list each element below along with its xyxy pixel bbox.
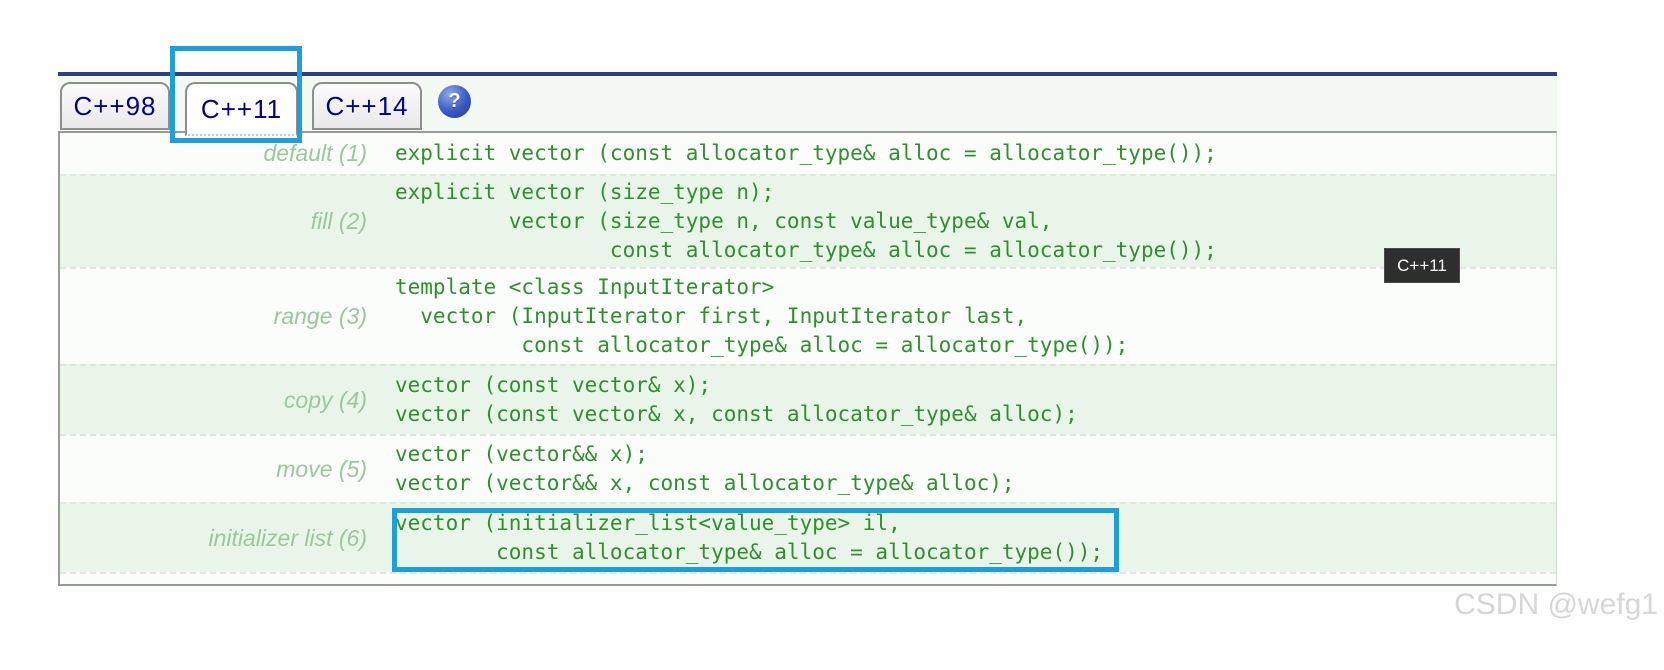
row-code: explicit vector (const allocator_type& a… xyxy=(395,141,1217,165)
row-label: move (5) xyxy=(276,455,367,482)
cpp11-tooltip-badge: C++11 xyxy=(1384,248,1460,283)
row-label: copy (4) xyxy=(283,386,367,413)
row-label: initializer list (6) xyxy=(208,524,367,551)
row-code: vector (vector&& x); vector (vector&& x,… xyxy=(395,442,1015,495)
row-label: default (1) xyxy=(263,140,367,166)
table-row-fill: fill (2) explicit vector (size_type n); … xyxy=(60,174,1556,267)
row-code: vector (const vector& x); vector (const … xyxy=(395,373,1078,426)
tab-cpp11[interactable]: C++11 xyxy=(185,82,298,136)
row-code: template <class InputIterator> vector (I… xyxy=(395,275,1129,357)
row-code: vector (initializer_list<value_type> il,… xyxy=(395,511,1104,564)
table-row-initializer-list: initializer list (6) vector (initializer… xyxy=(60,502,1556,572)
version-tab-strip: C++98 C++11 C++14 ? xyxy=(58,76,1557,136)
table-row-range: range (3) template <class InputIterator>… xyxy=(60,267,1556,364)
constructor-signature-table: default (1) explicit vector (const alloc… xyxy=(58,131,1557,586)
tab-cpp14[interactable]: C++14 xyxy=(312,82,422,130)
help-icon[interactable]: ? xyxy=(438,85,471,118)
row-label: fill (2) xyxy=(310,208,367,234)
csdn-watermark: CSDN @wefg1 xyxy=(1454,588,1658,621)
tab-cpp98[interactable]: C++98 xyxy=(60,82,170,130)
table-row-copy: copy (4) vector (const vector& x); vecto… xyxy=(60,364,1556,434)
row-code: explicit vector (size_type n); vector (s… xyxy=(395,180,1217,262)
row-label: range (3) xyxy=(273,303,367,329)
table-row-move: move (5) vector (vector&& x); vector (ve… xyxy=(60,434,1556,502)
top-rule xyxy=(58,72,1557,76)
table-row-default: default (1) explicit vector (const alloc… xyxy=(60,133,1556,174)
table-row-filler xyxy=(60,572,1556,584)
